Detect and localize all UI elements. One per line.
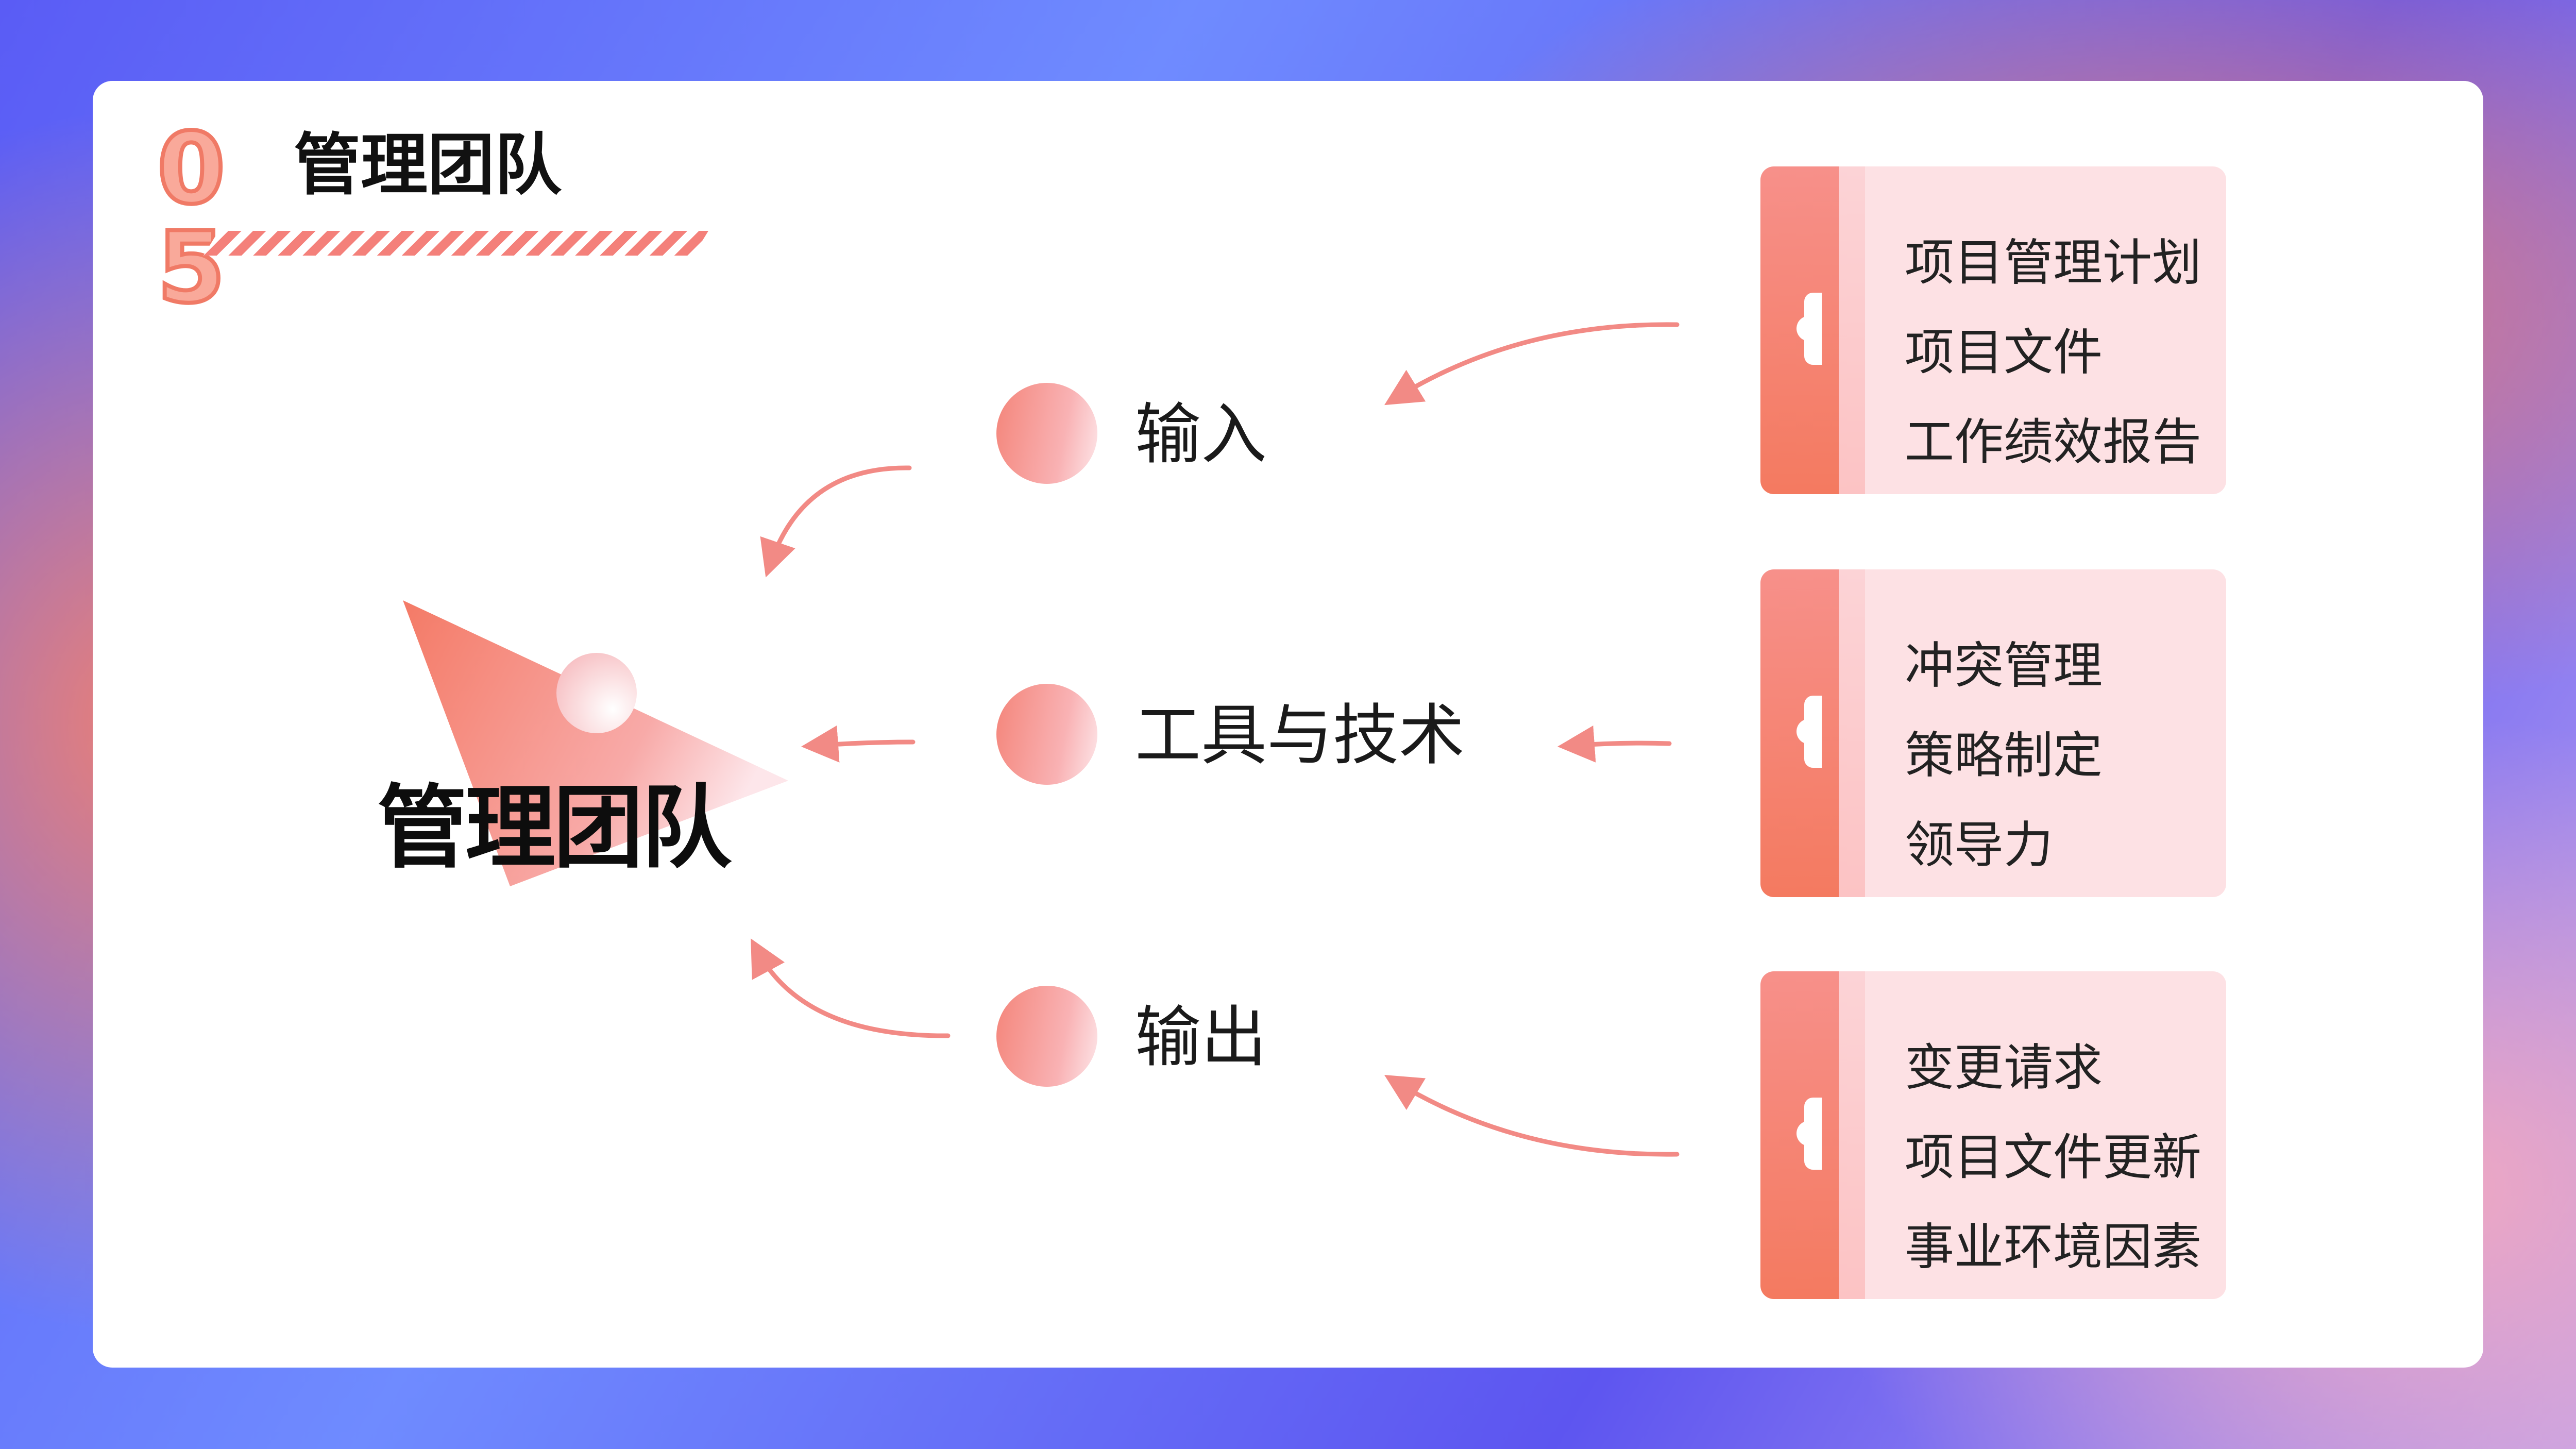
card-panel bbox=[1865, 166, 2226, 494]
node-label-tools: 工具与技术 bbox=[1135, 697, 1465, 774]
center-triangle-graphic bbox=[403, 600, 788, 886]
section-number-bottom: 5 bbox=[155, 211, 227, 325]
card-item-list: 项目管理计划 项目文件 工作绩效报告 bbox=[1905, 218, 2201, 487]
card-tab-edge bbox=[1839, 569, 1865, 897]
node-dot-tools bbox=[996, 684, 1097, 785]
node-dot-input bbox=[996, 383, 1097, 484]
header-title: 管理团队 bbox=[294, 126, 562, 204]
list-item: 工作绩效报告 bbox=[1905, 413, 2201, 471]
list-item: 变更请求 bbox=[1905, 1039, 2103, 1097]
list-item: 项目文件 bbox=[1905, 324, 2103, 381]
card-tab-edge bbox=[1839, 971, 1865, 1299]
node-dot-output bbox=[996, 986, 1097, 1087]
card-item-list: 冲突管理 策略制定 领导力 bbox=[1905, 621, 2103, 890]
info-card-outputs: 变更请求 项目文件更新 事业环境因素 bbox=[1760, 971, 2226, 1299]
section-number-top: 0 bbox=[155, 112, 227, 226]
list-item: 策略制定 bbox=[1905, 727, 2103, 784]
list-item: 事业环境因素 bbox=[1905, 1218, 2201, 1276]
info-card-tools: 冲突管理 策略制定 领导力 bbox=[1760, 569, 2226, 897]
node-label-output: 输出 bbox=[1135, 999, 1267, 1076]
card-item-list: 变更请求 项目文件更新 事业环境因素 bbox=[1905, 1023, 2201, 1292]
card-panel bbox=[1865, 971, 2226, 1299]
center-label: 管理团队 bbox=[377, 776, 732, 881]
node-label-input: 输入 bbox=[1135, 396, 1267, 473]
header-stripe-bar bbox=[204, 231, 708, 256]
info-card-inputs: 项目管理计划 项目文件 工作绩效报告 bbox=[1760, 166, 2226, 494]
card-tab-edge bbox=[1839, 166, 1865, 494]
list-item: 项目管理计划 bbox=[1905, 234, 2201, 292]
list-item: 领导力 bbox=[1905, 816, 2053, 874]
card-notch-dot bbox=[1797, 1121, 1822, 1146]
list-item: 项目文件更新 bbox=[1905, 1128, 2201, 1186]
list-item: 冲突管理 bbox=[1905, 637, 2103, 695]
card-notch-dot bbox=[1797, 316, 1822, 341]
card-notch-dot bbox=[1797, 719, 1822, 744]
card-panel bbox=[1865, 569, 2226, 897]
